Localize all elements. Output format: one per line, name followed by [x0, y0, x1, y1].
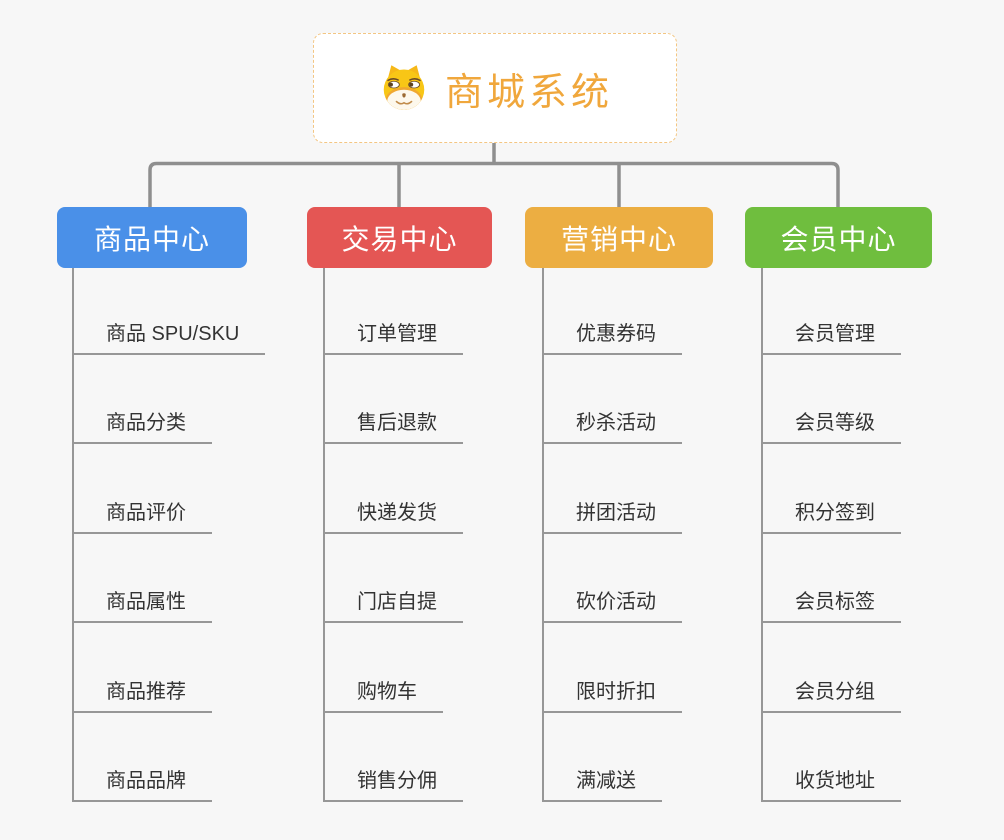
leaf-node[interactable]: 限时折扣	[542, 679, 682, 713]
leaf-node[interactable]: 满减送	[542, 768, 662, 802]
branch-marketing-center[interactable]: 营销中心	[525, 207, 713, 268]
branch-product-center[interactable]: 商品中心	[57, 207, 247, 268]
leaf-node[interactable]: 门店自提	[323, 589, 463, 623]
leaf-node[interactable]: 订单管理	[323, 321, 463, 355]
leaf-node[interactable]: 快递发货	[323, 500, 463, 534]
leaf-node[interactable]: 商品 SPU/SKU	[72, 321, 266, 355]
leaf-node[interactable]: 购物车	[323, 679, 443, 713]
branch-spine-member	[761, 268, 763, 801]
leaf-node[interactable]: 商品属性	[72, 589, 212, 623]
leaf-node[interactable]: 秒杀活动	[542, 410, 682, 444]
leaf-node[interactable]: 会员分组	[761, 679, 901, 713]
branch-spine-product	[72, 268, 74, 801]
leaf-node[interactable]: 商品分类	[72, 410, 212, 444]
leaf-node[interactable]: 优惠券码	[542, 321, 682, 355]
leaf-node[interactable]: 商品评价	[72, 500, 212, 534]
leaf-node[interactable]: 商品推荐	[72, 679, 212, 713]
leaf-node[interactable]: 砍价活动	[542, 589, 682, 623]
root-title: 商城系统	[444, 71, 613, 114]
leaf-node[interactable]: 会员标签	[761, 589, 901, 623]
branch-trade-center[interactable]: 交易中心	[307, 207, 492, 268]
leaf-node[interactable]: 拼团活动	[542, 500, 682, 534]
leaf-node[interactable]: 售后退款	[323, 410, 463, 444]
leaf-node[interactable]: 积分签到	[761, 500, 901, 534]
root-node[interactable]: 商城系统	[313, 33, 677, 143]
leaf-node[interactable]: 销售分佣	[323, 768, 463, 802]
branch-spine-marketing	[542, 268, 544, 801]
branch-member-center[interactable]: 会员中心	[745, 207, 932, 268]
doge-icon	[377, 61, 431, 115]
leaf-node[interactable]: 会员等级	[761, 410, 901, 444]
branch-spine-trade	[323, 268, 325, 801]
leaf-node[interactable]: 会员管理	[761, 321, 901, 355]
leaf-node[interactable]: 收货地址	[761, 768, 901, 802]
leaf-node[interactable]: 商品品牌	[72, 768, 212, 802]
